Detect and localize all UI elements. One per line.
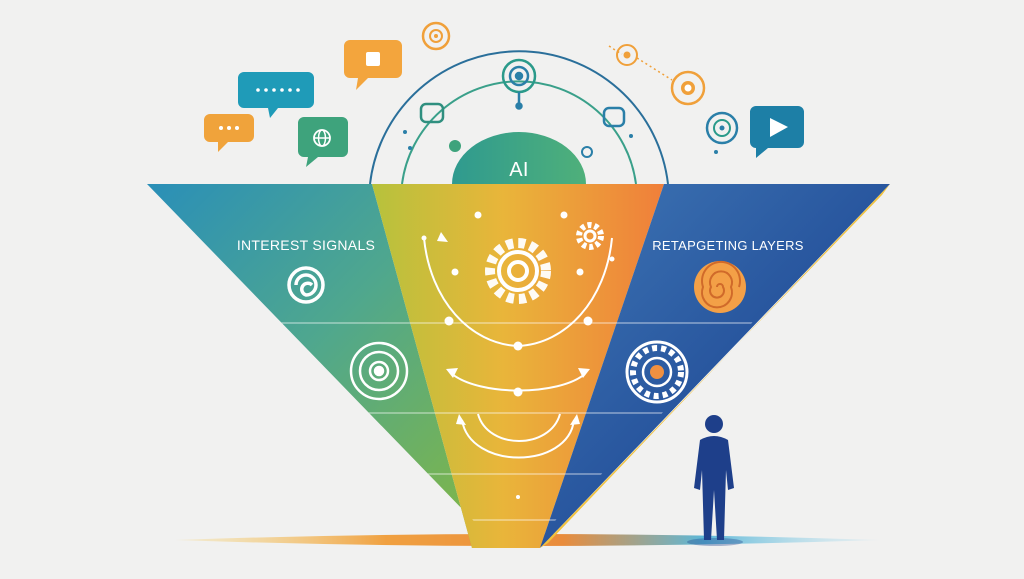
- globe-chat-icon: [298, 117, 348, 167]
- person-figure-icon: [687, 415, 743, 546]
- funnel: [147, 184, 890, 548]
- funnel-right-panel: [540, 184, 890, 548]
- spiral-icon: [694, 260, 746, 313]
- ornate-wheel-icon: [625, 340, 689, 404]
- chat-node-icon: [403, 102, 633, 158]
- target-icon: [501, 58, 537, 110]
- concentric-rings-icon: [349, 341, 409, 401]
- target-icon: [421, 21, 451, 51]
- ai-orbit-arcs: [369, 50, 669, 185]
- small-gear-icon: [576, 222, 604, 250]
- video-play-icon: [750, 106, 804, 158]
- ai-dome: [452, 132, 586, 184]
- target-icon: [705, 111, 739, 154]
- funnel-left-panel: [147, 184, 500, 548]
- chat-bubble-icon: [204, 114, 254, 152]
- chat-bubble-icon: [238, 72, 314, 118]
- funnel-center-panel: [372, 184, 664, 548]
- arrow-icon: [437, 232, 590, 425]
- image-chat-icon: [344, 40, 402, 90]
- gear-icon: [485, 238, 551, 304]
- ai-label: AI: [509, 159, 529, 181]
- swirl-target-icon: [287, 266, 325, 304]
- interest-signals-label: INTEREST SIGNALS: [237, 237, 375, 253]
- process-flow-nodes: [421, 211, 615, 499]
- target-icon: [608, 44, 706, 106]
- retargeting-layers-label: RETAPGETING LAYERS: [652, 238, 804, 253]
